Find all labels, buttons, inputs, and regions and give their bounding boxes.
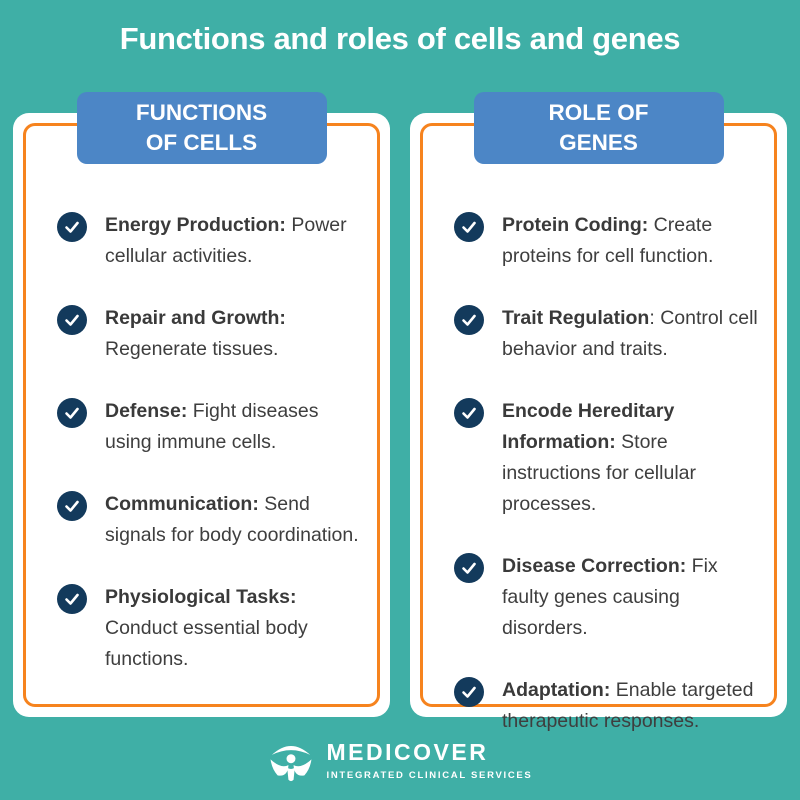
list-item: Disease Correction: Fix faulty genes cau…: [454, 551, 760, 644]
item-description: Send signals for body coordination.: [105, 493, 359, 546]
list-item-text: Physiological Tasks: Conduct essential b…: [105, 582, 359, 675]
item-label: Disease Correction:: [502, 555, 687, 577]
check-icon: [57, 491, 87, 521]
card-header-badge-role-of-genes: ROLE OF GENES: [473, 92, 724, 164]
list-item-text: Energy Production: Power cellular activi…: [105, 210, 359, 272]
list-item: Adaptation: Enable targeted therapeutic …: [454, 675, 760, 737]
item-description: Create proteins for cell function.: [502, 214, 714, 267]
item-label: Repair and Growth:: [105, 307, 286, 329]
footer-brand: MEDICOVER INTEGRATED CLINICAL SERVICES: [0, 736, 800, 784]
badge-line: GENES: [559, 130, 638, 155]
list-item: Communication: Send signals for body coo…: [57, 489, 363, 551]
list-item: Repair and Growth: Regenerate tissues.: [57, 303, 363, 365]
item-description: Regenerate tissues.: [105, 338, 279, 360]
check-icon: [454, 305, 484, 335]
item-label: Energy Production:: [105, 214, 286, 236]
list-item: Defense: Fight diseases using immune cel…: [57, 396, 363, 458]
badge-line: ROLE OF: [548, 100, 649, 126]
functions-list: Energy Production: Power cellular activi…: [26, 126, 377, 704]
item-description: Power cellular activities.: [105, 214, 347, 267]
check-icon: [454, 398, 484, 428]
list-item: Protein Coding: Create proteins for cell…: [454, 210, 760, 272]
item-description: Fix faulty genes causing disorders.: [502, 555, 718, 639]
item-description: Enable targeted therapeutic responses.: [502, 679, 754, 732]
item-label: Protein Coding:: [502, 214, 649, 236]
list-item: Trait Regulation: Control cell behavior …: [454, 303, 760, 365]
check-icon: [57, 584, 87, 614]
check-icon: [454, 553, 484, 583]
badge-line: FUNCTIONS: [135, 100, 268, 126]
check-icon: [454, 677, 484, 707]
item-description: : Control cell behavior and traits.: [502, 307, 758, 360]
list-item-text: Protein Coding: Create proteins for cell…: [502, 210, 760, 272]
genes-list: Protein Coding: Create proteins for cell…: [423, 126, 774, 732]
item-label: Trait Regulation: [502, 307, 650, 329]
list-item: Energy Production: Power cellular activi…: [57, 210, 363, 272]
brand-name: MEDICOVER: [326, 739, 489, 765]
item-label: Communication:: [105, 493, 259, 515]
brand-text-block: MEDICOVER INTEGRATED CLINICAL SERVICES: [327, 739, 533, 781]
list-item-text: Repair and Growth: Regenerate tissues.: [105, 303, 359, 365]
item-label: Physiological Tasks:: [105, 586, 297, 608]
cards-container: FUNCTIONS OF CELLS Energy Production: Po…: [13, 92, 787, 732]
list-item-text: Defense: Fight diseases using immune cel…: [105, 396, 359, 458]
check-icon: [57, 398, 87, 428]
list-item-text: Adaptation: Enable targeted therapeutic …: [502, 675, 760, 737]
item-label: Defense:: [105, 400, 188, 422]
item-description: Fight diseases using immune cells.: [105, 400, 319, 453]
item-description: Store instructions for cellular processe…: [502, 431, 696, 515]
card-header-badge-functions-of-cells: FUNCTIONS OF CELLS: [76, 92, 327, 164]
card-functions-of-cells: FUNCTIONS OF CELLS Energy Production: Po…: [13, 92, 390, 717]
brand-tagline: INTEGRATED CLINICAL SERVICES: [326, 770, 533, 781]
list-item: Encode Hereditary Information: Store ins…: [454, 396, 760, 520]
badge-line: OF CELLS: [145, 130, 258, 155]
check-icon: [57, 305, 87, 335]
item-label: Encode Hereditary Information:: [502, 400, 675, 453]
medicover-logo-icon: [268, 736, 314, 784]
list-item-text: Encode Hereditary Information: Store ins…: [502, 396, 760, 520]
card-role-of-genes: ROLE OF GENES Protein Coding: Create pro…: [410, 92, 787, 732]
list-item-text: Disease Correction: Fix faulty genes cau…: [502, 551, 760, 644]
page-title: Functions and roles of cells and genes: [119, 21, 681, 56]
list-item-text: Communication: Send signals for body coo…: [105, 489, 359, 551]
list-item-text: Trait Regulation: Control cell behavior …: [502, 303, 760, 365]
list-item: Physiological Tasks: Conduct essential b…: [57, 582, 363, 675]
check-icon: [454, 212, 484, 242]
check-icon: [57, 212, 87, 242]
item-label: Adaptation:: [502, 679, 611, 701]
item-description: Conduct essential body functions.: [105, 617, 308, 670]
